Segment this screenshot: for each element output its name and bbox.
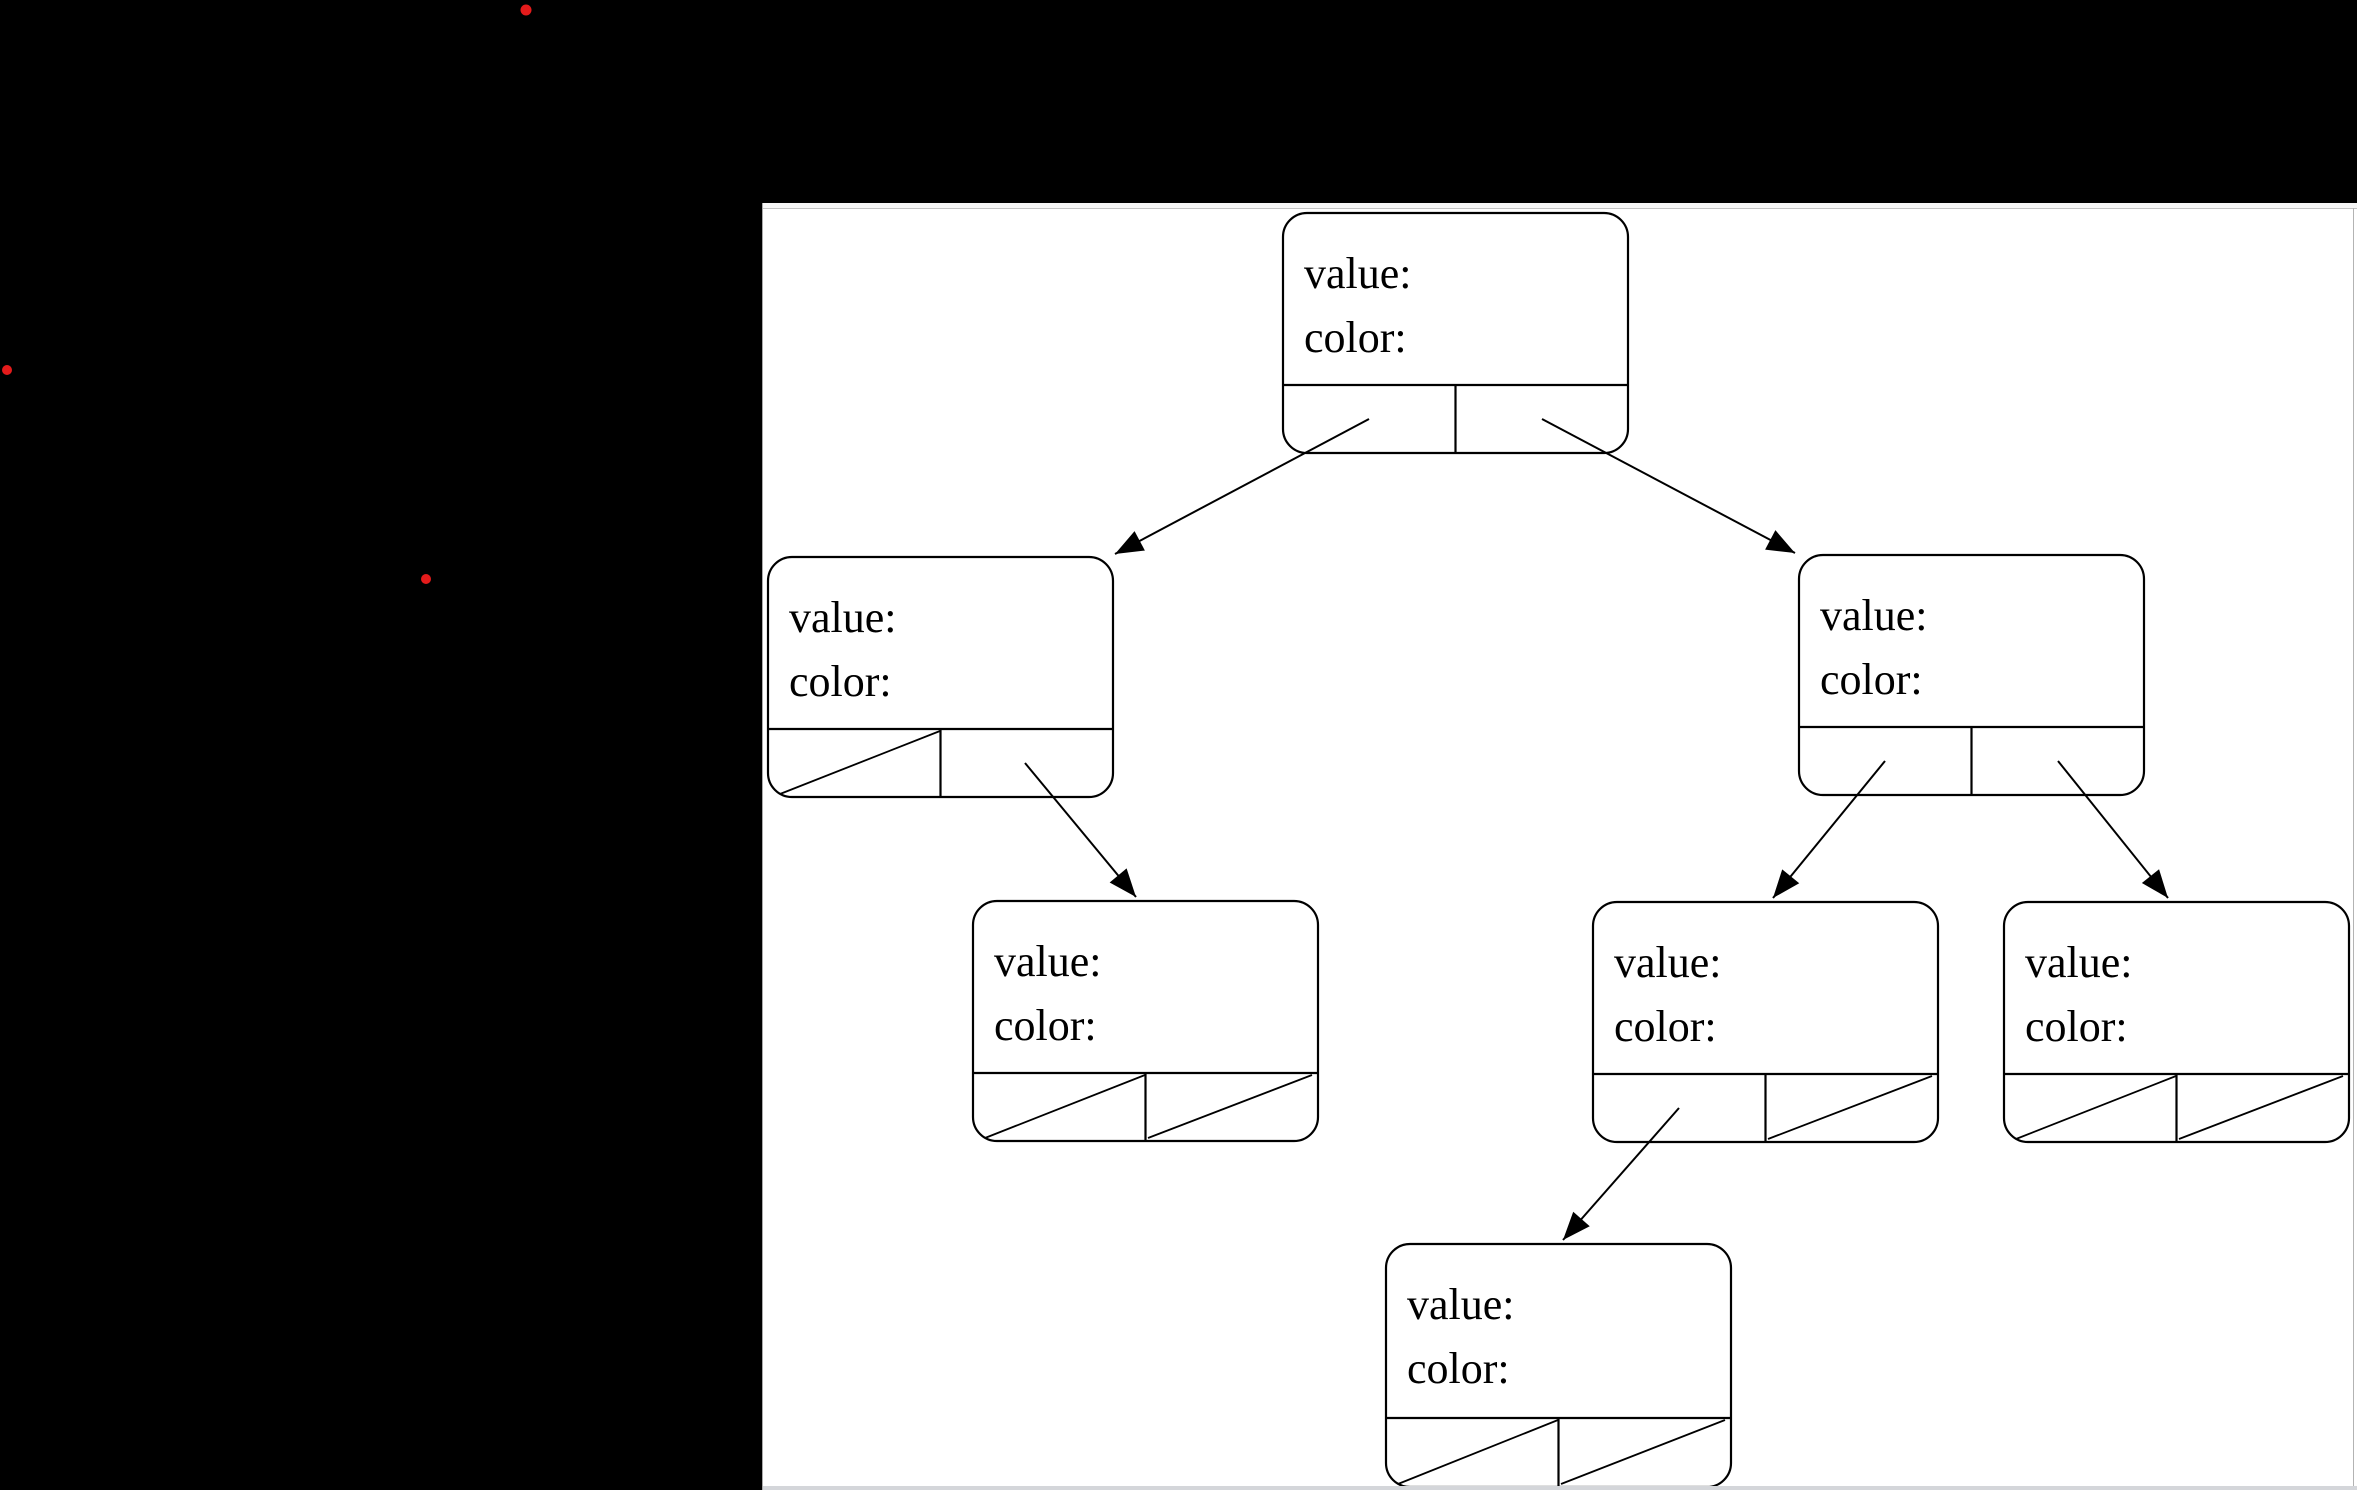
edge-arrow-l-right xyxy=(1024,762,1137,898)
tree-node-rl: value: color: xyxy=(1591,900,1940,1144)
color-field-label: color: xyxy=(2025,1002,2128,1051)
edge-arrow-r-right xyxy=(2057,760,2169,899)
edge-arrow-root-right xyxy=(1541,418,1796,554)
null-pointer-slash xyxy=(1767,1075,1933,1140)
null-pointer-slash xyxy=(2178,1075,2344,1140)
null-pointer-slash xyxy=(779,730,941,795)
color-field-label: color: xyxy=(994,1001,1097,1050)
color-field-label: color: xyxy=(1407,1344,1510,1393)
tree-node-leaf-lr: value: color: xyxy=(971,899,1320,1143)
null-pointer-slash xyxy=(984,1074,1146,1139)
red-dot-marker xyxy=(421,574,431,584)
tree-node-left-child: value: color: xyxy=(766,555,1115,799)
color-field-label: color: xyxy=(1820,655,1923,704)
value-field-label: value: xyxy=(994,937,1102,986)
null-pointer-slash xyxy=(2015,1075,2177,1140)
tree-node-root: value: color: xyxy=(1281,211,1630,455)
color-field-label: color: xyxy=(1304,313,1407,362)
tree-node-leaf-rll: value: color: xyxy=(1384,1242,1733,1489)
page-bottom-edge xyxy=(763,1486,2357,1490)
edge-arrow-root-left xyxy=(1114,418,1370,555)
page-right-edge xyxy=(2353,208,2354,1490)
value-field-label: value: xyxy=(789,593,897,642)
null-pointer-slash xyxy=(1560,1419,1726,1485)
red-dot-marker xyxy=(520,4,532,16)
document-page: value: color: value: color: value: color… xyxy=(762,203,2357,1490)
null-pointer-slash xyxy=(1147,1074,1313,1139)
color-field-label: color: xyxy=(789,657,892,706)
binary-tree-diagram: value: color: value: color: value: color… xyxy=(766,211,2351,1489)
value-field-label: value: xyxy=(1614,938,1722,987)
value-field-label: value: xyxy=(2025,938,2133,987)
page-top-edge xyxy=(763,203,2357,209)
red-dot-marker xyxy=(2,365,12,375)
edge-arrow-rl-left xyxy=(1562,1107,1680,1241)
tree-node-leaf-rr: value: color: xyxy=(2002,900,2351,1144)
null-pointer-slash xyxy=(1397,1419,1559,1485)
edge-arrow-r-left xyxy=(1772,760,1886,899)
value-field-label: value: xyxy=(1820,591,1928,640)
value-field-label: value: xyxy=(1304,249,1412,298)
color-field-label: color: xyxy=(1614,1002,1717,1051)
tree-node-right-child: value: color: xyxy=(1797,553,2146,797)
value-field-label: value: xyxy=(1407,1280,1515,1329)
